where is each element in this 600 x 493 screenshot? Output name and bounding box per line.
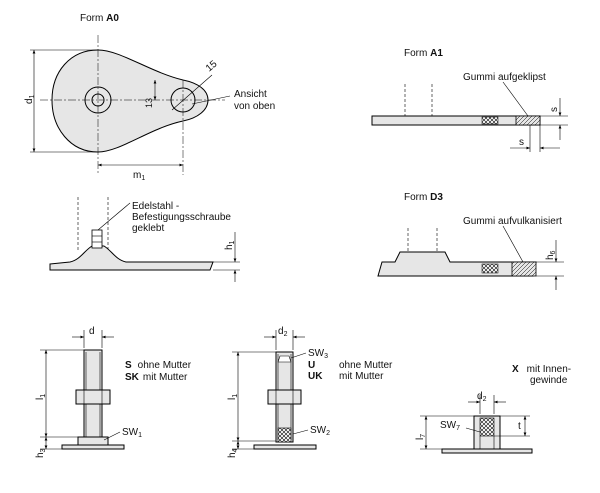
form-a0-label: Form A0 (80, 13, 119, 24)
form-a1-label: Form A1 (404, 48, 443, 59)
view-note-line2: von oben (234, 101, 275, 112)
screw-note-line2: Befestigungsschraube (132, 212, 231, 223)
screw-note-line1: Edelstahl - (132, 201, 179, 212)
dim-l1-s: l1 (35, 394, 47, 400)
dim-d2-u: d2 (278, 326, 288, 338)
variant-x-row-2: gewinde (530, 375, 568, 386)
dim-h3: h3 (35, 448, 47, 458)
view-note-line1: Ansicht (234, 89, 267, 100)
rubber-clipped-note: Gummi aufgeklipst (463, 72, 546, 83)
screw-note-line3: geklebt (132, 223, 164, 234)
dim-d1: d1 (24, 94, 36, 104)
dim-l1-u: l1 (227, 394, 239, 400)
variant-u-text-2: mit Mutter (339, 371, 384, 382)
dim-h6: h6 (545, 250, 557, 260)
form-a0-view: Form A0 d1 m1 13 15 Ansicht von oben (24, 13, 275, 182)
dim-t: t (518, 421, 521, 432)
form-d3-view: Form D3 Gummi aufvulkanisiert h6 (377, 192, 564, 290)
dim-sw3: SW3 (308, 348, 328, 360)
rubber-vulcanized-note: Gummi aufvulkanisiert (463, 216, 562, 227)
variant-u-code-2: UK (308, 371, 323, 382)
form-a1-view: Form A1 Gummi aufgeklipst s s (371, 48, 568, 152)
form-d3-label: Form D3 (404, 192, 443, 203)
dim-h4: h4 (227, 448, 239, 458)
dim-sw2: SW2 (310, 425, 330, 437)
variant-u-drawing: d2 l1 h4 SW3 SW2 U ohne Mutter UK mit Mu… (227, 326, 393, 458)
form-a0-section: Edelstahl - Befestigungsschraube geklebt… (49, 197, 240, 282)
dim-h1: h1 (224, 240, 236, 250)
dim-d2-x: d2 (477, 391, 487, 403)
dim-m1: m1 (133, 170, 145, 182)
dim-s-vertical: s (549, 107, 560, 112)
dim-l7: l7 (415, 434, 427, 440)
variant-u-text-1: ohne Mutter (339, 360, 393, 371)
plate-outline (51, 49, 209, 153)
dim-d: d (89, 326, 95, 337)
variant-u-code-1: U (308, 360, 315, 371)
dim-hole-diameter: 15 (204, 58, 220, 74)
dim-hole-offset: 13 (144, 98, 154, 108)
dim-s-horizontal: s (519, 137, 524, 148)
dim-sw1: SW1 (122, 427, 142, 439)
dim-sw7: SW7 (440, 420, 460, 432)
